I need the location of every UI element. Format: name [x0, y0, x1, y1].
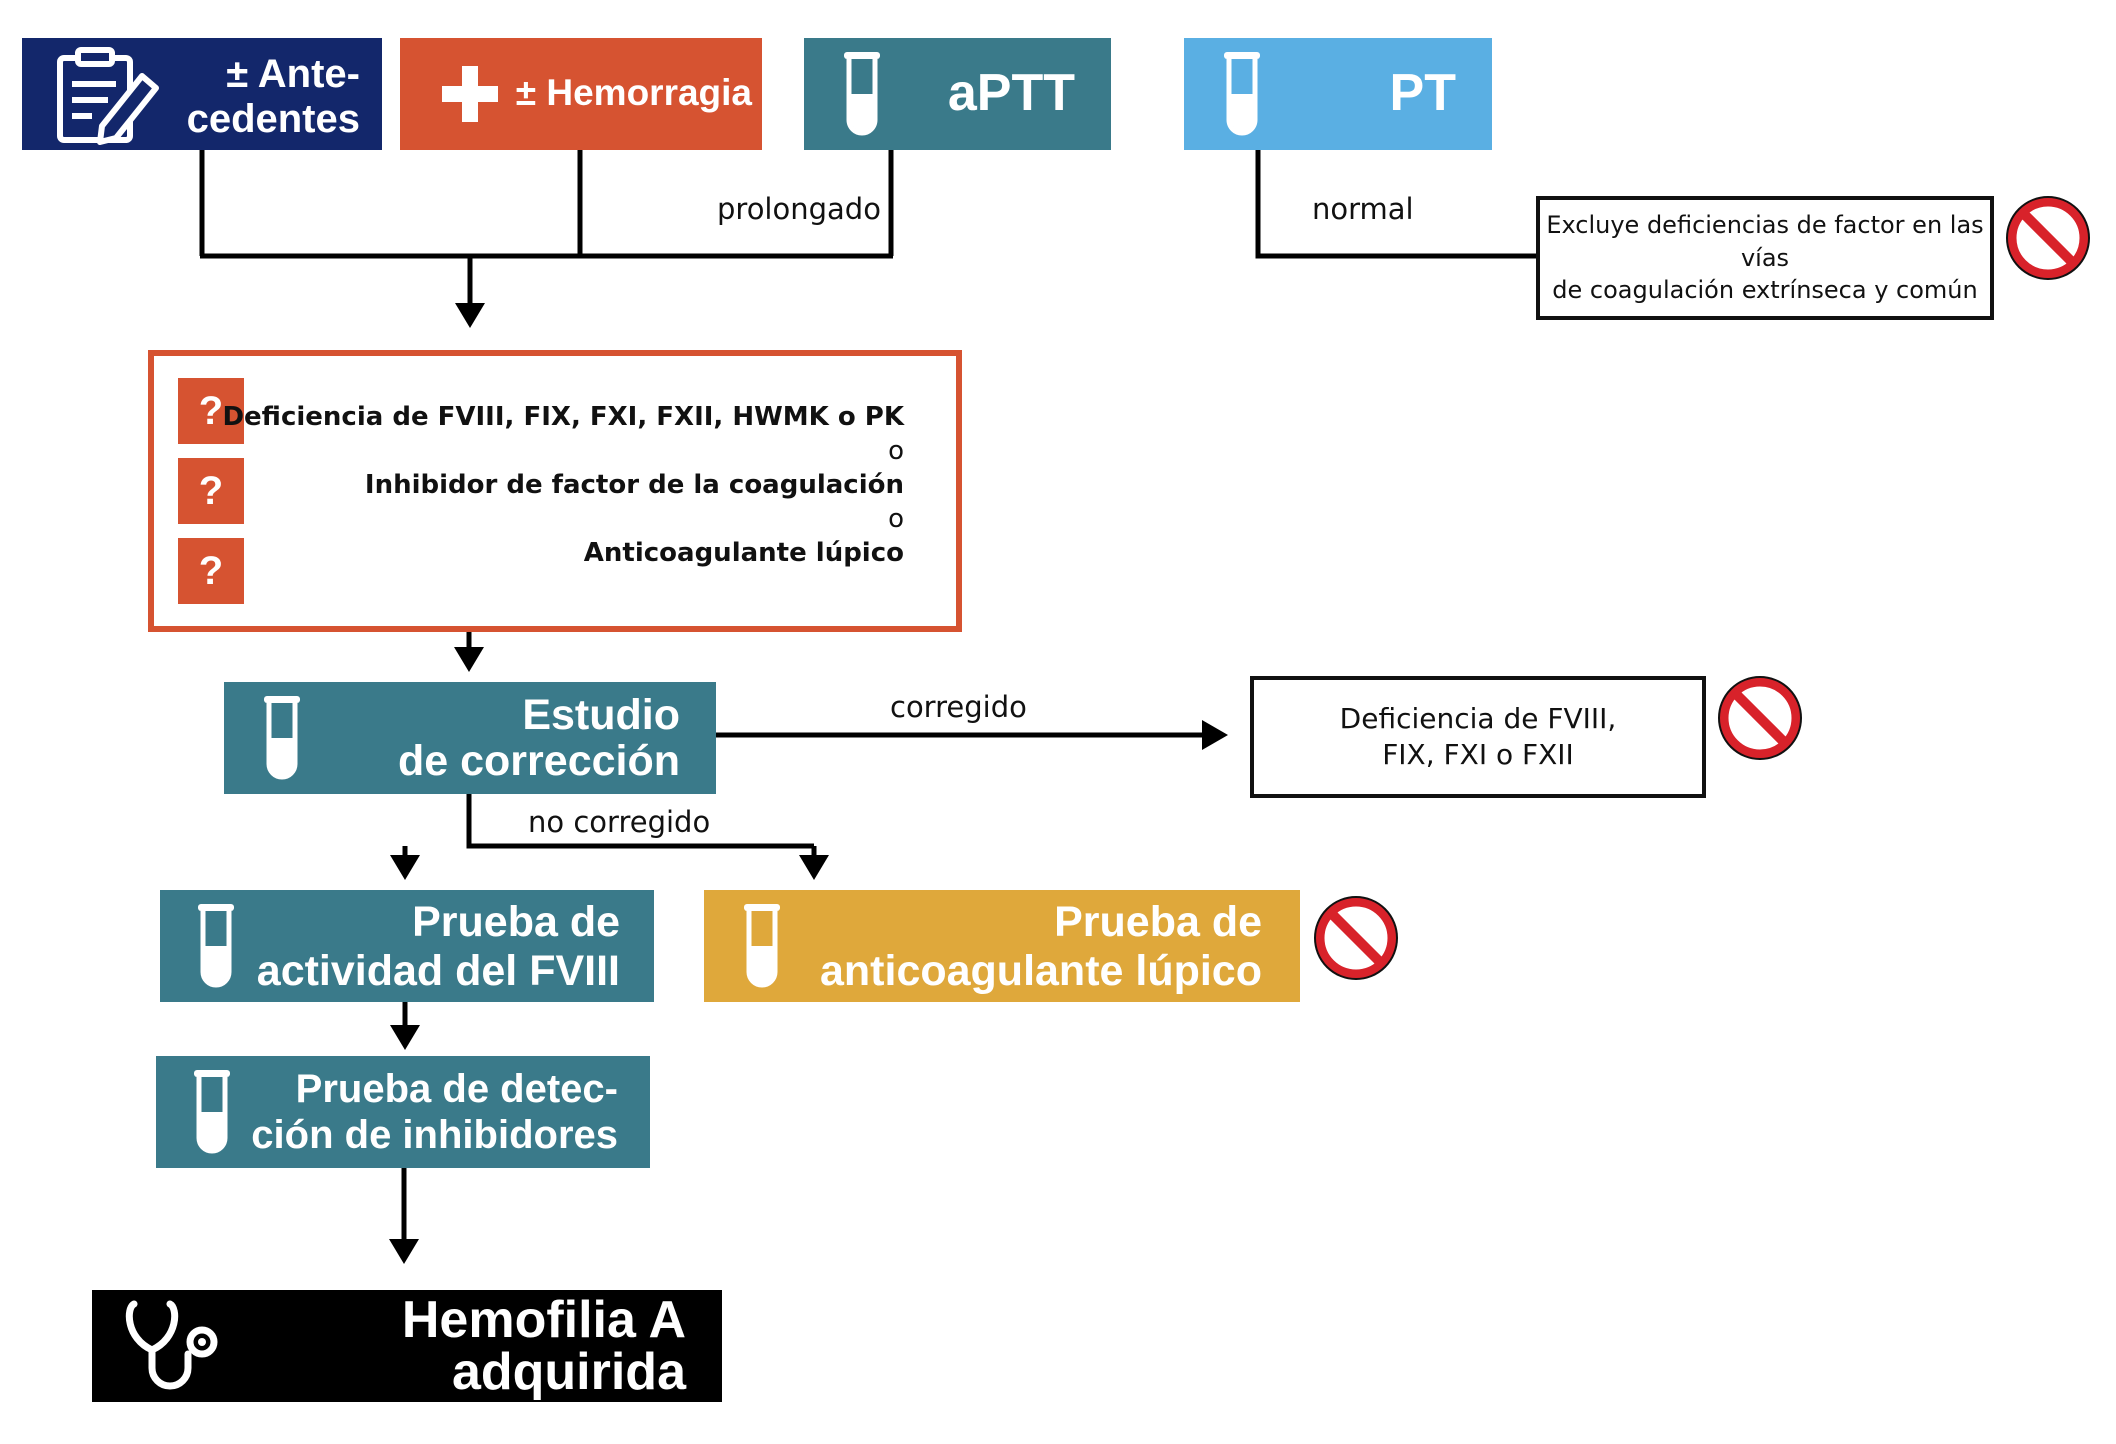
differential-separator-1: o	[888, 436, 904, 466]
pt-node: PT	[1184, 38, 1492, 150]
edge-label-normal: normal	[1312, 192, 1414, 226]
mixing-study-label-line1: Estudio	[522, 691, 680, 739]
differential-text: Deficiencia de FVIII, FIX, FXI, FXII, HW…	[222, 400, 904, 570]
arrowhead-fviii	[390, 855, 420, 880]
arrowhead-corrected	[1202, 720, 1228, 750]
differential-item-3: Anticoagulante lúpico	[583, 538, 904, 568]
history-node: ± Ante- cedentes	[22, 38, 382, 150]
corrected-outcome-line1: Deficiencia de FVIII,	[1339, 701, 1617, 735]
edge-label-prolonged: prolongado	[717, 192, 881, 226]
pt-normal-outcome-line2: de coagulación extrínseca y común	[1552, 276, 1978, 305]
fviii-activity-label-line1: Prueba de	[412, 898, 620, 946]
differential-item-1: Deficiencia de FVIII, FIX, FXI, FXII, HW…	[222, 402, 904, 432]
edge-label-corrected: corregido	[890, 690, 1027, 724]
prohibited-icon	[2006, 196, 2090, 280]
arrowhead-lupus	[799, 855, 829, 880]
arrowhead-inhibitor	[390, 1025, 420, 1050]
connector-pt-normal	[1255, 150, 1536, 259]
aptt-node: aPTT	[804, 38, 1111, 150]
history-label-line1: ± Ante-	[226, 52, 360, 96]
diagnosis-label-line1: Hemofilia A	[401, 1291, 686, 1349]
arrowhead-mixing	[454, 647, 484, 672]
inhibitor-screening-node: Prueba de detec- ción de inhibidores	[156, 1056, 650, 1168]
corrected-outcome-line2: FIX, FXI o FXII	[1382, 738, 1574, 771]
diagnosis-node: Hemofilia A adquirida	[92, 1290, 722, 1402]
inhibitor-screening-label-line1: Prueba de detec-	[295, 1067, 618, 1111]
lupus-anticoagulant-label-line1: Prueba de	[1054, 898, 1262, 946]
question-mark-3: ?	[178, 538, 244, 604]
connector-not-corrected	[466, 790, 814, 849]
plus-icon	[442, 66, 498, 122]
lupus-anticoagulant-node: Prueba de anticoagulante lúpico	[704, 890, 1300, 1002]
arrowhead-diagnosis	[389, 1239, 419, 1264]
fviii-activity-label-line2: actividad del FVIII	[256, 947, 620, 995]
test-tube-icon	[264, 696, 300, 780]
lupus-anticoagulant-label-line2: anticoagulante lúpico	[820, 947, 1262, 995]
pt-normal-outcome-box: Excluye deficiencias de factor en las ví…	[1536, 196, 1994, 320]
bleeding-node: ± Hemorragia	[400, 38, 762, 150]
differential-box	[148, 350, 962, 632]
test-tube-icon	[844, 52, 880, 136]
pt-label: PT	[1389, 64, 1456, 122]
bleeding-label: ± Hemorragia	[515, 72, 752, 113]
diagnosis-label-line2: adquirida	[451, 1343, 686, 1401]
edge-label-not-corrected: no corregido	[528, 805, 711, 839]
test-tube-icon	[1224, 52, 1260, 136]
prohibited-icon	[1718, 676, 1802, 760]
stethoscope-icon	[125, 1300, 218, 1390]
pt-normal-outcome-line1: Excluye deficiencias de factor en las ví…	[1546, 211, 1984, 272]
test-tube-icon	[194, 1070, 230, 1154]
differential-separator-2: o	[888, 504, 904, 534]
differential-item-2: Inhibidor de factor de la coagulación	[364, 470, 904, 500]
test-tube-icon	[198, 904, 234, 988]
question-mark-2: ?	[178, 458, 244, 524]
fviii-activity-node: Prueba de actividad del FVIII	[160, 890, 654, 1002]
arrowhead-differential	[455, 303, 485, 328]
question-mark-1: ?	[178, 378, 244, 444]
prohibited-icon	[1314, 896, 1398, 980]
test-tube-icon	[744, 904, 780, 988]
mixing-study-node: Estudio de corrección	[224, 682, 716, 794]
history-label-line2: cedentes	[186, 96, 360, 141]
mixing-study-label-line2: de corrección	[398, 737, 680, 785]
aptt-label: aPTT	[947, 64, 1075, 122]
inhibitor-screening-label-line2: ción de inhibidores	[251, 1113, 618, 1157]
corrected-outcome-box: Deficiencia de FVIII, FIX, FXI o FXII	[1250, 676, 1706, 798]
clipboard-icon	[57, 47, 159, 145]
